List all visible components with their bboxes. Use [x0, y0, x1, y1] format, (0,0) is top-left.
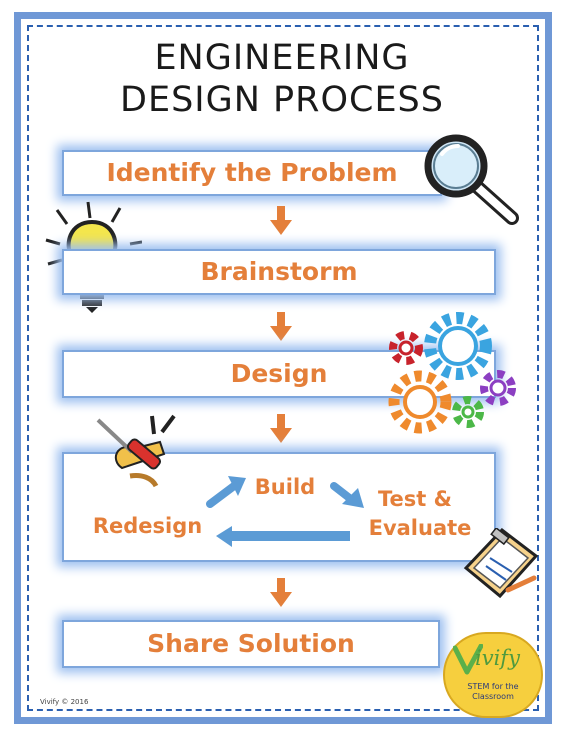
- step-identify-box: Identify the Problem: [62, 150, 442, 196]
- down-arrow-icon: [270, 206, 292, 235]
- gears-icon: [388, 312, 516, 434]
- down-arrow-icon: [270, 414, 292, 443]
- step-identify-label: Identify the Problem: [106, 158, 398, 187]
- cycle-build-label: Build: [254, 475, 316, 499]
- poster-dashed-border: [27, 25, 539, 711]
- cycle-redesign-label: Redesign: [92, 514, 203, 538]
- magnifying-glass-icon: [424, 134, 519, 225]
- step-share-label: Share Solution: [147, 629, 355, 658]
- vivify-v-icon: [453, 644, 483, 675]
- step-share-box: Share Solution: [62, 620, 440, 668]
- step-design-label: Design: [230, 359, 328, 388]
- title-line-2: DESIGN PROCESS: [120, 80, 444, 120]
- step-cycle-box: [62, 452, 496, 562]
- clipboard-icon: [463, 528, 539, 599]
- cycle-test-label: Test &: [378, 487, 452, 511]
- step-brainstorm-box: Brainstorm: [62, 249, 496, 295]
- step-brainstorm-label: Brainstorm: [200, 257, 358, 286]
- copyright-footer: Vivify © 2016: [40, 698, 89, 706]
- badge-line-2: Classroom: [472, 692, 514, 701]
- cycle-arrows-icon: [206, 476, 364, 547]
- tools-icon: [96, 414, 176, 488]
- vivify-badge: ivify STEM for the Classroom: [443, 632, 543, 718]
- vivify-brand-text: ivify: [475, 646, 520, 670]
- cycle-evaluate-label: Evaluate: [368, 516, 472, 540]
- badge-line-1: STEM for the: [467, 682, 519, 691]
- down-arrow-icon: [270, 578, 292, 607]
- title-line-1: ENGINEERING: [154, 38, 410, 78]
- down-arrow-icon: [270, 312, 292, 341]
